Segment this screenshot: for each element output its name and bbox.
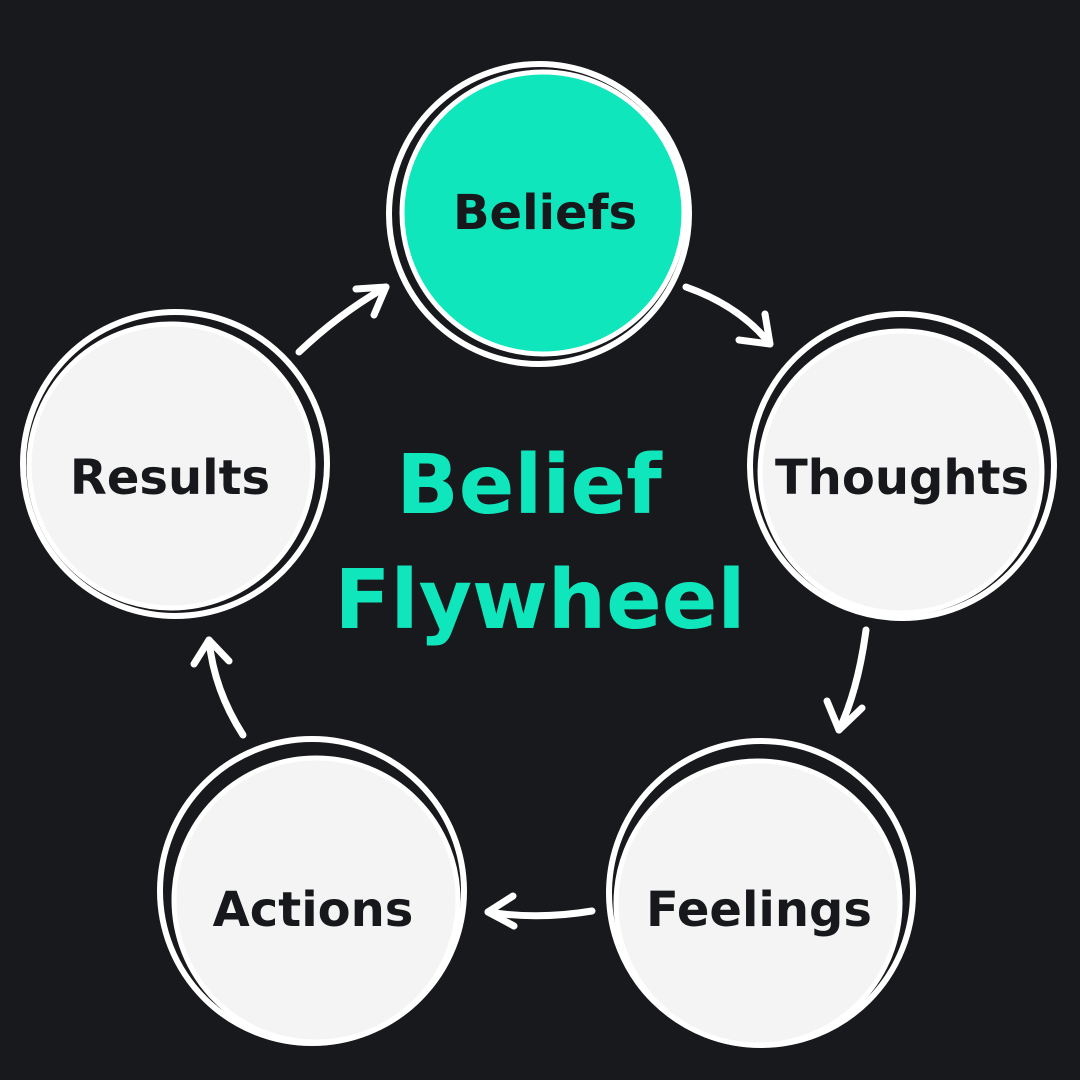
node-thoughts-circle: [757, 328, 1045, 616]
node-actions-label: Actions: [213, 882, 414, 938]
node-beliefs-outer-ring: [386, 61, 692, 367]
arrow-actions-to-results: [190, 636, 247, 739]
node-thoughts: Thoughts: [747, 311, 1057, 621]
arrow-thoughts-to-feelings: [823, 626, 870, 734]
node-results: Results: [20, 309, 330, 619]
arrow-results-to-beliefs: [295, 283, 390, 356]
node-results-circle: [26, 321, 316, 611]
node-results-label: Results: [70, 450, 270, 506]
node-results-outer-ring: [20, 309, 330, 619]
connector-arrows: [190, 283, 870, 930]
title-line-2: Flywheel: [334, 553, 745, 648]
node-actions: Actions: [157, 736, 467, 1046]
node-feelings-circle: [613, 758, 903, 1048]
node-feelings: Feelings: [606, 738, 916, 1048]
node-thoughts-label: Thoughts: [775, 450, 1029, 506]
node-feelings-label: Feelings: [646, 882, 872, 938]
node-beliefs-circle: [399, 69, 687, 357]
node-thoughts-outer-ring: [747, 311, 1057, 621]
node-beliefs-label: Beliefs: [453, 185, 637, 241]
center-title: Belief Flywheel: [334, 438, 745, 648]
node-beliefs: Beliefs: [386, 61, 692, 367]
arrow-beliefs-to-thoughts: [682, 283, 774, 348]
node-actions-circle: [171, 755, 461, 1045]
title-line-1: Belief: [396, 438, 663, 533]
arrow-feelings-to-actions: [484, 892, 596, 930]
